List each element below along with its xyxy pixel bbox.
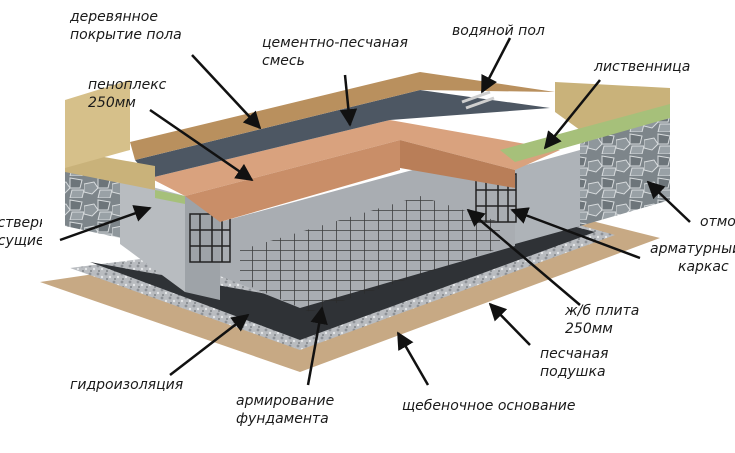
label-blind-area: отмостка	[700, 213, 735, 231]
label-cement-sand: цементно-песчаная смесь	[262, 34, 408, 70]
label-penoplex: пеноплекс 250мм	[88, 76, 166, 112]
label-foundation-reinforcement: армирование фундамента	[236, 392, 334, 428]
label-rebar-cage: арматурный каркас	[650, 240, 735, 276]
arrow-gravel	[398, 333, 428, 385]
label-larch: лиственница	[594, 58, 690, 76]
arrow-wood-floor	[192, 55, 260, 128]
label-water-floor: водяной пол	[452, 22, 545, 40]
label-sand-cushion: песчаная подушка	[540, 345, 608, 381]
label-waterproofing: гидроизоляция	[70, 376, 183, 394]
label-grillage: ростверк несущие	[0, 214, 42, 250]
label-gravel-base: щебеночное основание	[402, 397, 576, 415]
label-wood-floor: деревянное покрытие пола	[70, 8, 182, 44]
arrow-sand	[490, 304, 530, 345]
label-rc-slab: ж/б плита 250мм	[565, 302, 639, 338]
